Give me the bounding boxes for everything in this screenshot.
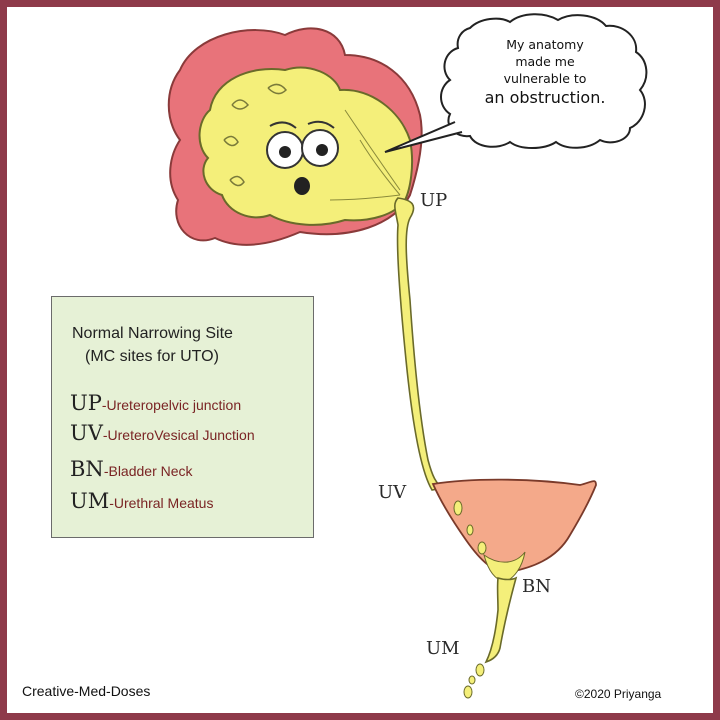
urine-drop: [475, 663, 485, 677]
legend-item-desc: -Bladder Neck: [103, 463, 193, 479]
legend-subtitle: (MC sites for UTO): [85, 348, 219, 365]
label-um: UM: [426, 638, 460, 659]
legend-item-abbr: BN: [70, 457, 104, 481]
calyx-swirl: [229, 175, 245, 187]
legend-item-abbr: UV: [70, 421, 103, 445]
legend-item-desc: -UreteroVesical Junction: [102, 427, 255, 443]
brand-credit: Creative-Med-Doses: [22, 683, 151, 699]
calyx-swirl: [223, 135, 239, 147]
legend-box: Normal Narrowing Site (MC sites for UTO)…: [51, 296, 314, 538]
bubble-line-3: vulnerable to: [503, 71, 587, 86]
urine-drop: [463, 685, 473, 699]
left-pupil: [279, 146, 291, 158]
bubble-line-2: made me: [515, 54, 575, 69]
eyebrow: [307, 120, 335, 129]
urine-pool: [483, 551, 526, 583]
vessel-line: [329, 194, 401, 201]
bubble-line-1: My anatomy: [506, 37, 584, 52]
ureter: [394, 197, 448, 491]
legend-item: UV-UreteroVesical Junction: [70, 421, 255, 445]
urine-drop: [468, 675, 476, 685]
urine-drop: [453, 500, 463, 516]
legend-title: Normal Narrowing Site: [72, 325, 233, 342]
right-pupil: [316, 144, 328, 156]
legend-item-abbr: UP: [70, 391, 102, 415]
legend-item-desc: -Ureteropelvic junction: [101, 397, 242, 413]
urine-drop: [477, 541, 487, 555]
legend-item: UM-Urethral Meatus: [70, 489, 213, 513]
speech-bubble-tail: [384, 121, 463, 153]
legend-item: BN-Bladder Neck: [70, 457, 193, 481]
speech-bubble-text: My anatomy made me vulnerable to an obst…: [470, 36, 620, 109]
legend-item: UP-Ureteropelvic junction: [70, 391, 241, 415]
label-bn: BN: [522, 576, 551, 597]
vessel-line: [359, 139, 401, 196]
label-up: UP: [420, 190, 448, 211]
eyebrow: [269, 121, 297, 129]
legend-item-abbr: UM: [70, 489, 110, 513]
label-uv: UV: [378, 482, 407, 503]
mouth: [294, 177, 310, 195]
vessel-line: [344, 109, 401, 191]
calyx-swirl: [231, 99, 250, 110]
bladder: [431, 478, 597, 573]
copyright-text: ©2020 Priyanga: [575, 687, 662, 701]
urine-drop: [466, 524, 474, 536]
speech-bubble: [440, 13, 648, 149]
urethra: [484, 576, 518, 664]
calyx-swirl: [267, 83, 288, 95]
bubble-line-4: an obstruction.: [484, 88, 606, 107]
legend-item-desc: -Urethral Meatus: [109, 495, 214, 511]
